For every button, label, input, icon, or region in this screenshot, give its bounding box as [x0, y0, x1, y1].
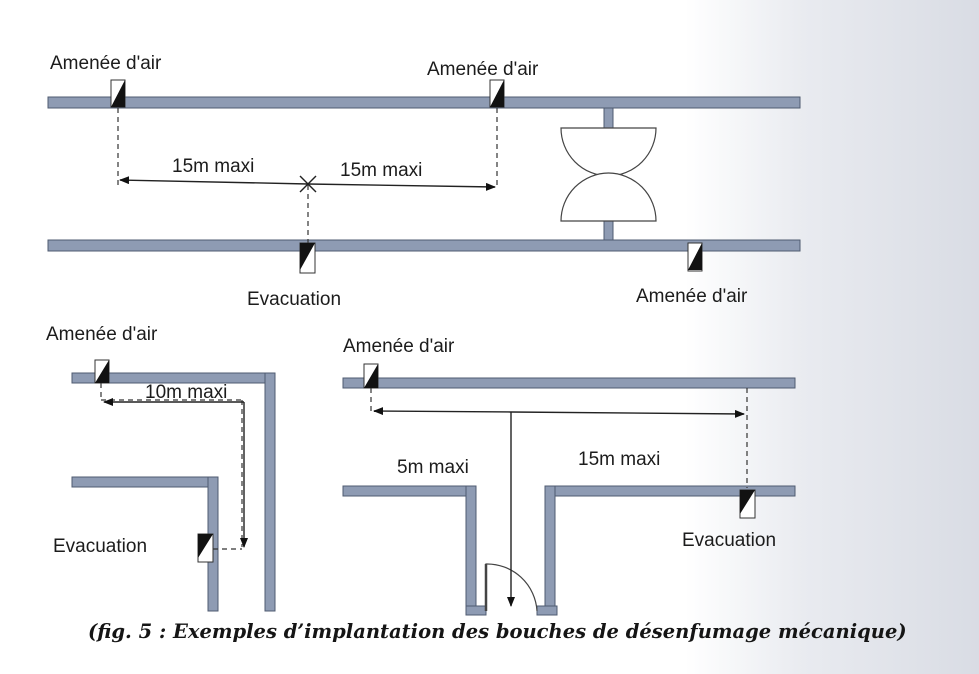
top-evacuation-label: Evacuation — [247, 289, 342, 310]
dimension-arrow — [119, 176, 309, 185]
right-upper-wall — [342, 377, 796, 389]
dimension-arrow — [510, 409, 745, 418]
left-air-inlet-label: Amenée d'air — [46, 324, 158, 345]
left-outer-wall-vertical — [264, 372, 276, 612]
right-air-inlet-label: Amenée d'air — [343, 336, 455, 357]
left-dim-label: 10m maxi — [145, 382, 228, 403]
evacuation-vent-icon — [739, 489, 756, 519]
right-lower-wall-left — [342, 485, 477, 497]
top-dim-right-label: 15m maxi — [340, 160, 423, 181]
right-branch-wall-right — [544, 485, 556, 609]
air-inlet-vent-icon — [363, 363, 379, 389]
right-evacuation-label: Evacuation — [682, 530, 777, 551]
top-right-air-inlet-label: Amenée d'air — [636, 286, 748, 307]
top-mid-air-inlet-label: Amenée d'air — [427, 59, 539, 80]
dimension-tick — [299, 175, 317, 193]
left-evacuation-label: Evacuation — [53, 536, 148, 557]
top-corridor-upper-wall — [47, 96, 801, 109]
dimension-arrow — [307, 182, 496, 191]
top-corridor-lower-wall — [47, 239, 801, 252]
air-inlet-vent-icon — [110, 79, 126, 108]
air-inlet-vent-icon — [489, 79, 505, 108]
air-inlet-vent-icon — [94, 359, 110, 384]
air-inlet-vent-icon — [687, 242, 703, 272]
figure-caption: (fig. 5 : Exemples d’implantation des bo… — [88, 620, 907, 643]
evacuation-vent-icon — [197, 533, 214, 563]
right-dim-right-label: 15m maxi — [578, 449, 661, 470]
top-left-air-inlet-label: Amenée d'air — [50, 53, 162, 74]
right-lower-wall-right — [544, 485, 796, 497]
single-door-icon — [465, 563, 558, 616]
double-door-icon — [560, 107, 657, 241]
top-dim-left-label: 15m maxi — [172, 156, 255, 177]
evacuation-vent-icon — [299, 242, 316, 274]
left-inner-wall-horizontal — [71, 476, 219, 488]
dimension-arrow — [373, 407, 512, 416]
right-branch-wall-left — [465, 485, 477, 609]
right-dim-left-label: 5m maxi — [397, 457, 469, 478]
